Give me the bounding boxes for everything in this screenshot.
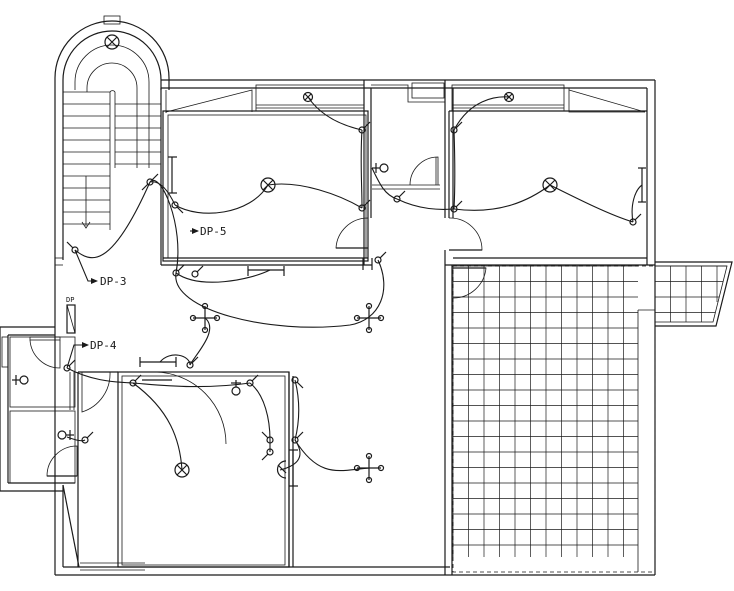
arrow-icon: [190, 228, 199, 234]
ceiling-light-icon: [503, 91, 515, 103]
fan-icon: [353, 452, 385, 484]
switch-icon: [393, 190, 406, 203]
tube-light-icon: [247, 266, 285, 276]
wall-light-icon: [12, 375, 29, 385]
switch-icon: [450, 200, 463, 213]
wall-light-icon: [57, 430, 74, 440]
tube-light-icon: [168, 156, 177, 194]
wiring: [66, 96, 643, 472]
arrow-icon: [74, 249, 98, 284]
switch-icon: [186, 356, 199, 369]
switch-icon: [629, 213, 642, 226]
switch-icon: [261, 431, 274, 444]
arrow-icon: [66, 342, 89, 369]
dp-panel-label: DP: [66, 296, 74, 304]
tube-light-icon: [139, 357, 177, 367]
switch-icon: [246, 374, 259, 387]
fan-icon: [189, 302, 221, 334]
wall-light-icon: [372, 163, 389, 173]
switch-icon: [291, 376, 304, 389]
top-right-bedroom: [445, 84, 655, 266]
ceiling-light-icon: [276, 460, 287, 479]
wall-light-icon: [231, 380, 241, 396]
top-left-bedroom: [160, 84, 372, 266]
switch-icon: [374, 251, 387, 264]
door-arcs: [81, 217, 487, 445]
tube-light-icon: [289, 449, 298, 487]
staircase: [54, 15, 170, 575]
ceiling-light-icon: [302, 91, 314, 103]
switch-icon: [261, 448, 274, 461]
top-corridor: [363, 80, 454, 265]
switch-icon: [358, 199, 371, 212]
switch-icon: [66, 241, 79, 254]
switch-icon: [358, 121, 371, 134]
switch-icon: [129, 374, 142, 387]
switch-icon: [172, 264, 185, 277]
switch-icon: [450, 121, 463, 134]
interior-walls: [55, 250, 453, 575]
switch-icon: [63, 359, 76, 372]
switch-icon: [291, 431, 304, 444]
ceiling-light-icon: [542, 177, 558, 193]
switch-icon: [191, 265, 204, 278]
bathrooms: [9, 336, 78, 484]
outer-walls: [0, 79, 656, 576]
fan-icon: [353, 302, 385, 334]
panel-icon: [66, 304, 76, 334]
dp3-label: DP-3: [100, 275, 127, 288]
terrace-tiles: [452, 261, 733, 573]
dp4-label: DP-4: [90, 339, 117, 352]
dp5-label: DP-5: [200, 225, 227, 238]
bottom-left-room: [77, 371, 294, 571]
ceiling-light-icon: [104, 34, 120, 50]
ceiling-light-icon: [174, 462, 190, 478]
tube-light-icon: [638, 167, 646, 203]
switch-icon: [171, 201, 184, 214]
switch-icon: [81, 431, 94, 444]
switch-icon: [141, 173, 159, 191]
ceiling-light-icon: [260, 177, 276, 193]
